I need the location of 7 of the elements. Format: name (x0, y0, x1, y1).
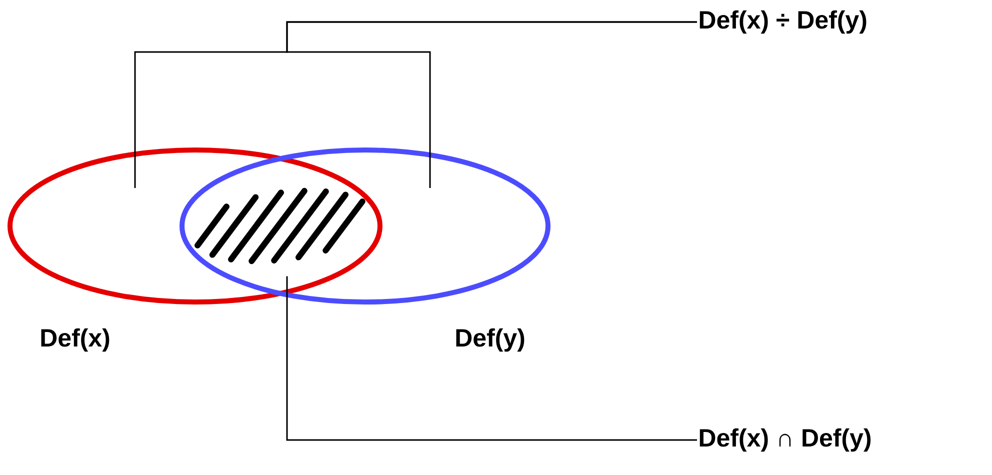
leader-line (286, 21, 697, 188)
hatched-region (194, 188, 366, 264)
callout-label: Def(x) ÷ Def(y) (700, 10, 866, 34)
set-label: Def(x) (41, 328, 110, 352)
leader-line (286, 276, 697, 441)
set-label: Def(y) (456, 328, 524, 352)
callout-label: Def(x) ∩ Def(y) (700, 428, 871, 452)
